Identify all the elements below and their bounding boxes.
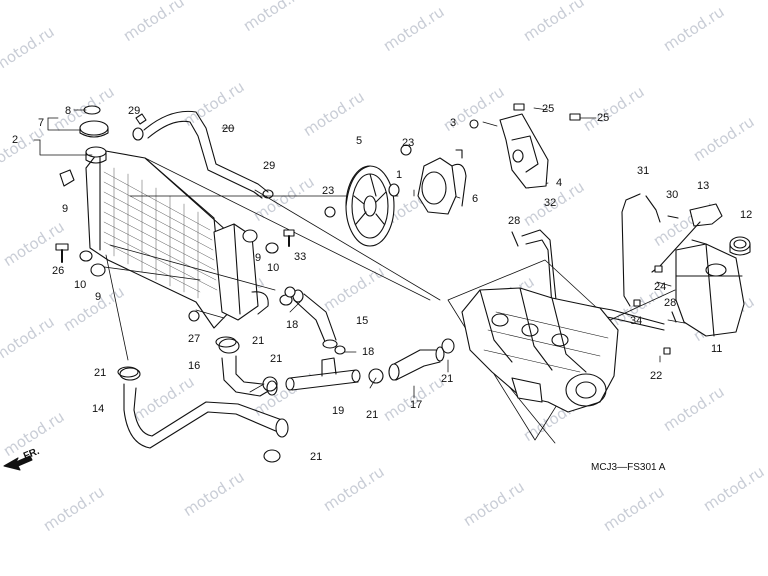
part-label-1: 1	[396, 169, 403, 181]
radiator-cap	[79, 105, 109, 138]
part-label-21: 21	[366, 409, 379, 421]
engine-block	[461, 287, 619, 413]
part-label-11: 11	[711, 343, 723, 355]
fan-motor	[417, 149, 467, 215]
diagram-code: MCJ3—FS301 A	[591, 462, 666, 473]
fan-bracket	[499, 113, 549, 189]
part-label-24: 24	[654, 281, 667, 293]
part-label-32: 32	[544, 197, 557, 209]
part-label-27: 27	[188, 333, 201, 345]
hose-lower	[119, 367, 289, 449]
part-label-10: 10	[267, 262, 280, 274]
hose-17	[388, 346, 445, 381]
part-label-15: 15	[356, 315, 369, 327]
part-label-7: 7	[38, 117, 45, 129]
part-label-20: 20	[222, 123, 235, 135]
part-label-9: 9	[95, 291, 102, 303]
tank-cap	[729, 236, 751, 256]
front-direction-arrow	[3, 455, 33, 471]
part-label-12: 12	[740, 209, 753, 221]
part-label-21: 21	[441, 373, 454, 385]
part-label-23: 23	[402, 137, 415, 149]
reserve-tank	[675, 239, 745, 337]
part-label-9: 9	[255, 252, 262, 264]
part-label-21: 21	[310, 451, 323, 463]
part-label-25: 25	[542, 103, 555, 115]
part-label-8: 8	[65, 105, 72, 117]
part-label-13: 13	[697, 180, 710, 192]
hose-clamps	[117, 336, 455, 463]
part-label-19: 19	[332, 405, 345, 417]
part-label-25: 25	[597, 112, 610, 124]
part-label-14: 14	[92, 403, 105, 415]
siphon-tube	[521, 229, 665, 331]
overflow-tube	[621, 193, 661, 307]
part-label-21: 21	[270, 353, 283, 365]
hose-upper	[132, 110, 274, 199]
hose-15	[292, 289, 338, 349]
part-label-34: 34	[630, 315, 643, 327]
radiator-core	[85, 146, 269, 329]
part-label-18: 18	[362, 346, 375, 358]
part-label-33: 33	[294, 251, 307, 263]
part-label-26: 26	[52, 265, 65, 277]
part-label-30: 30	[666, 189, 679, 201]
part-label-29: 29	[263, 160, 276, 172]
part-label-6: 6	[472, 193, 479, 205]
part-label-16: 16	[188, 360, 201, 372]
part-label-3: 3	[450, 117, 457, 129]
part-label-22: 22	[650, 370, 663, 382]
part-label-21: 21	[252, 335, 265, 347]
part-label-21: 21	[94, 367, 107, 379]
part-label-18: 18	[286, 319, 299, 331]
water-pipe	[285, 357, 361, 391]
part-label-4: 4	[556, 177, 563, 189]
part-label-2: 2	[12, 134, 19, 146]
part-label-28: 28	[508, 215, 521, 227]
cooling-fan	[345, 165, 395, 247]
part-label-9: 9	[62, 203, 69, 215]
part-label-23: 23	[322, 185, 335, 197]
part-label-17: 17	[410, 399, 423, 411]
part-label-28: 28	[664, 297, 677, 309]
part-label-10: 10	[74, 279, 87, 291]
part-label-5: 5	[356, 135, 363, 147]
part-label-29: 29	[128, 105, 141, 117]
part-label-31: 31	[637, 165, 650, 177]
fasteners	[55, 103, 679, 355]
hose-16	[218, 338, 278, 397]
